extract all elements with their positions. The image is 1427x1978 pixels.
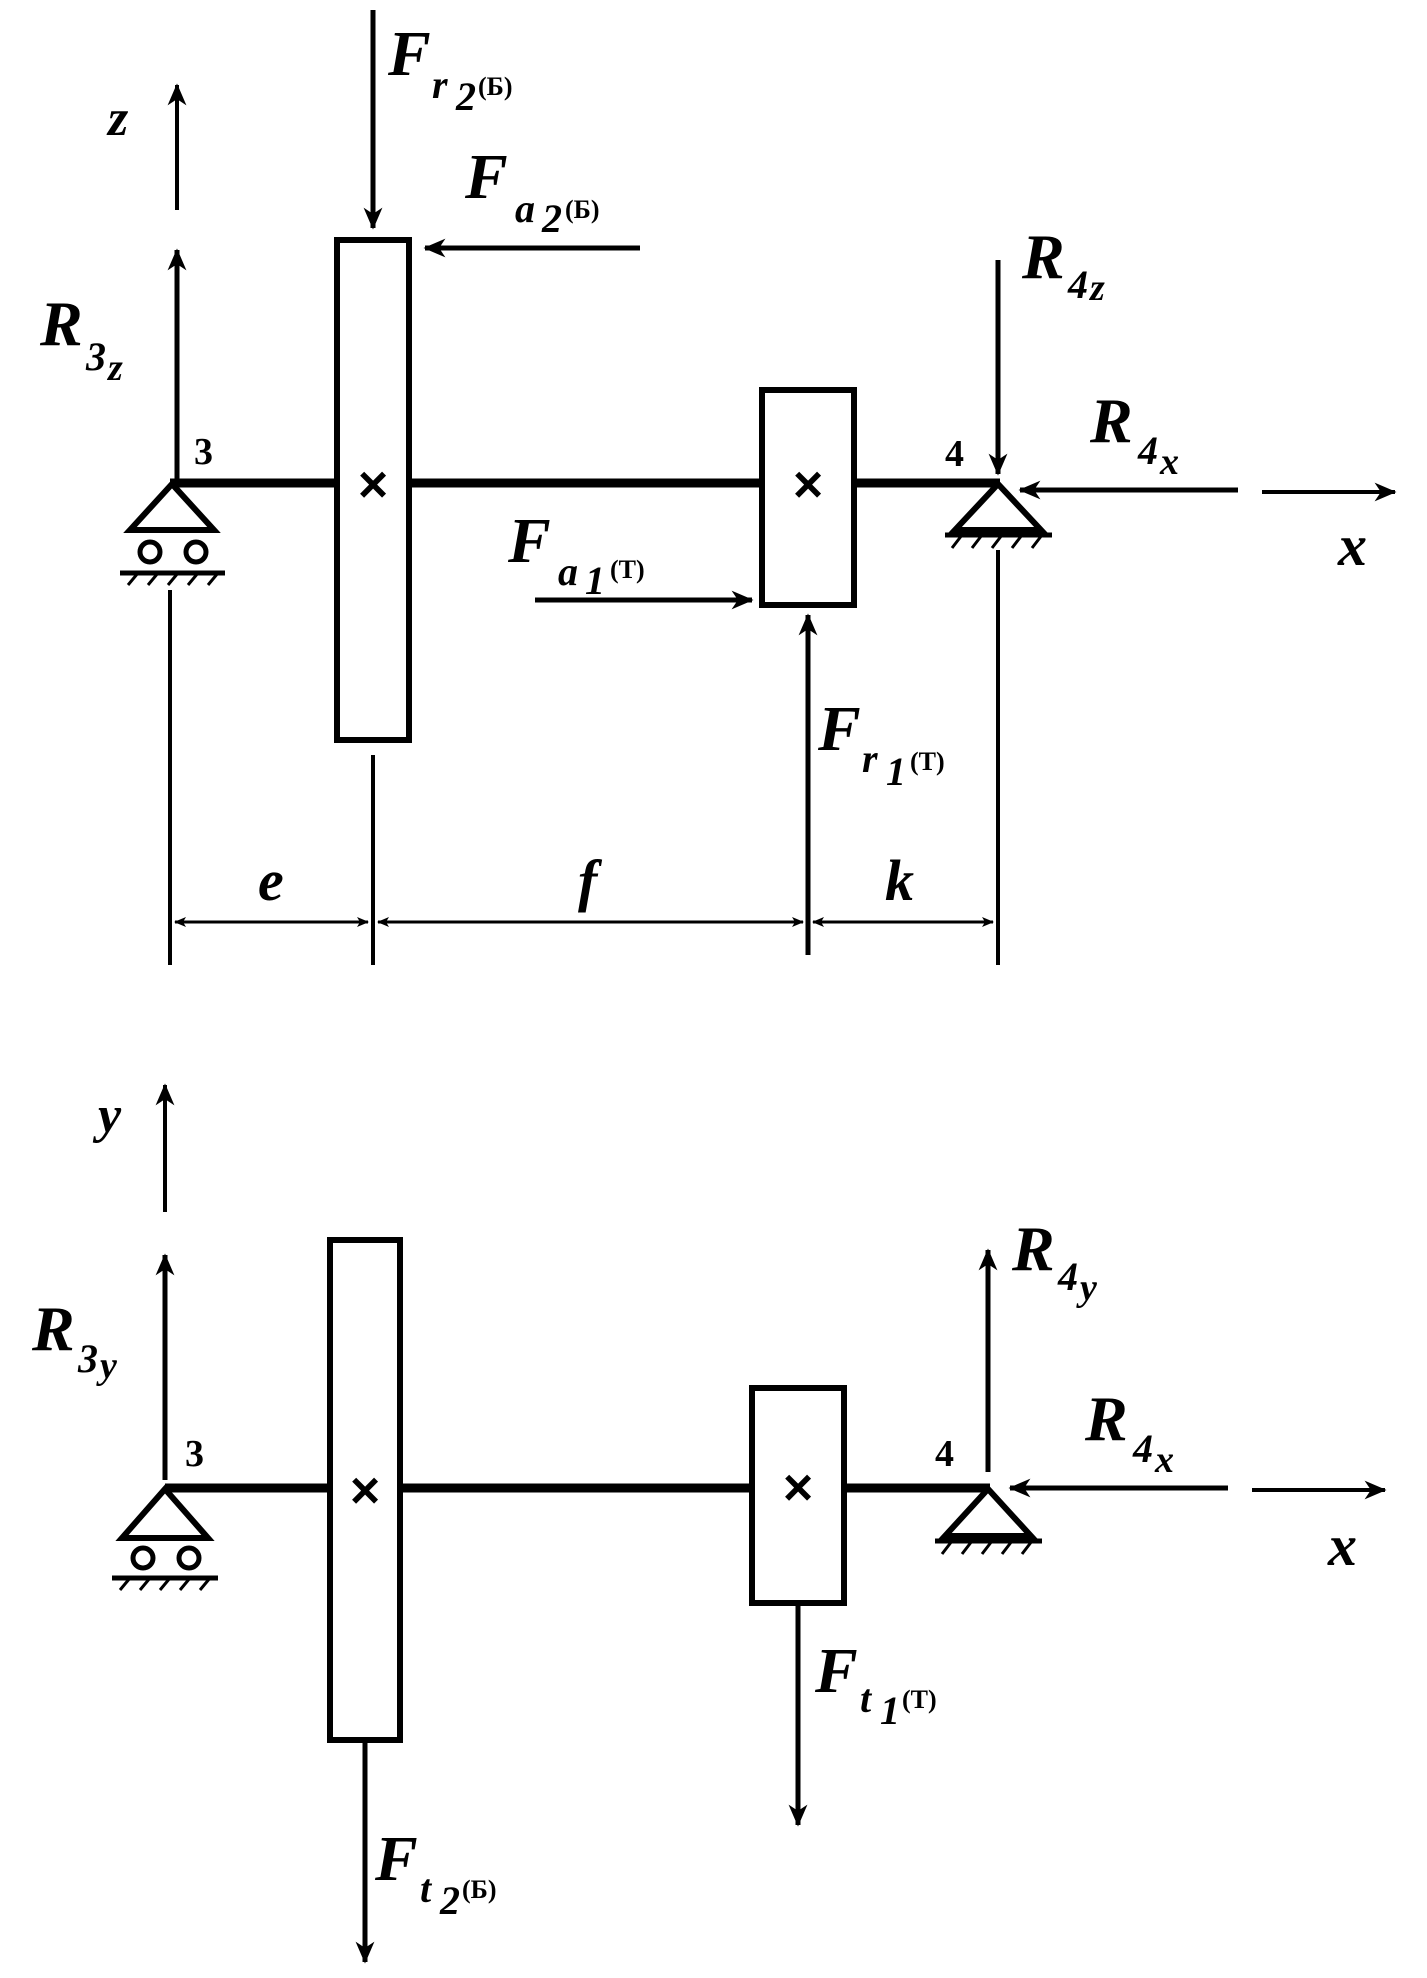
support-4-label-xy: 4 xyxy=(935,1433,954,1475)
svg-text:a: a xyxy=(558,549,578,594)
gear-2-center-mark: × xyxy=(358,456,388,514)
r3z-label: R 3 z xyxy=(39,288,123,389)
svg-text:(Б): (Б) xyxy=(565,195,600,224)
gear-1-center-mark-xy: × xyxy=(783,1459,813,1517)
ft2-label: F t 2 (Б) xyxy=(374,1823,497,1923)
svg-text:(Т): (Т) xyxy=(610,555,645,584)
svg-text:2: 2 xyxy=(439,1878,460,1923)
svg-text:y: y xyxy=(1076,1267,1097,1309)
gear-2-xy xyxy=(327,1237,403,1743)
svg-text:x: x xyxy=(1154,1439,1174,1481)
dim-f-label: f xyxy=(578,848,603,913)
svg-text:R: R xyxy=(1021,221,1065,292)
svg-text:1: 1 xyxy=(585,558,605,603)
svg-text:4: 4 xyxy=(1067,262,1088,307)
svg-text:F: F xyxy=(814,1635,858,1706)
svg-text:F: F xyxy=(374,1823,418,1894)
r4y-label: R 4 y xyxy=(1011,1213,1097,1309)
svg-text:F: F xyxy=(817,693,861,764)
svg-text:F: F xyxy=(464,141,508,212)
svg-text:1: 1 xyxy=(886,749,906,794)
svg-text:z: z xyxy=(106,347,123,389)
svg-text:R: R xyxy=(1084,1383,1128,1454)
support-3-xy xyxy=(112,1484,218,1591)
axis-z-label: z xyxy=(106,90,129,147)
gear-1-xy xyxy=(749,1385,847,1606)
svg-text:(Б): (Б) xyxy=(462,1875,497,1904)
svg-text:t: t xyxy=(860,1676,873,1721)
svg-text:R: R xyxy=(1011,1213,1055,1284)
axis-y-label: y xyxy=(92,1087,122,1144)
svg-text:(Т): (Т) xyxy=(910,747,945,776)
svg-text:R: R xyxy=(1089,385,1133,456)
gear-2-xz xyxy=(334,237,412,743)
support-3-label-xz: 3 xyxy=(194,431,213,473)
svg-text:F: F xyxy=(387,18,431,89)
diagram-xy: × × 3 4 y xyxy=(31,1083,1387,1964)
support-3-label-xy: 3 xyxy=(185,1433,204,1475)
svg-text:3: 3 xyxy=(77,1336,98,1381)
gear-2-center-mark-xy: × xyxy=(350,1462,380,1520)
svg-text:r: r xyxy=(862,736,878,781)
svg-text:1: 1 xyxy=(880,1688,900,1733)
svg-text:2: 2 xyxy=(455,74,476,119)
svg-text:4: 4 xyxy=(1132,1426,1153,1471)
axis-x-label-xz: x xyxy=(1337,513,1367,578)
support-4-xy xyxy=(935,1484,1042,1555)
svg-text:(Т): (Т) xyxy=(902,1685,937,1714)
svg-text:R: R xyxy=(39,288,83,359)
r4x-label-xz: R 4 x xyxy=(1089,385,1179,483)
svg-text:x: x xyxy=(1159,441,1179,483)
svg-text:R: R xyxy=(31,1293,75,1364)
axis-x-label-xy: x xyxy=(1327,1513,1357,1578)
gear-1-center-mark: × xyxy=(793,456,823,514)
support-3-xz xyxy=(120,479,225,586)
r4z-label: R 4 z xyxy=(1021,221,1105,309)
fa2-label: F a 2 (Б) xyxy=(464,141,600,241)
svg-text:(Б): (Б) xyxy=(478,72,513,101)
svg-text:F: F xyxy=(507,505,551,576)
svg-text:2: 2 xyxy=(541,196,562,241)
dim-e-label: e xyxy=(258,848,284,913)
r3y-label: R 3 y xyxy=(31,1293,117,1387)
fa1-label: F a 1 (Т) xyxy=(507,505,645,603)
support-4-xz xyxy=(945,479,1052,549)
fr2-label: F r 2 (Б) xyxy=(387,18,513,119)
svg-text:y: y xyxy=(96,1345,117,1387)
svg-text:4: 4 xyxy=(1057,1254,1078,1299)
svg-text:z: z xyxy=(1088,267,1105,309)
svg-text:r: r xyxy=(432,62,448,107)
r4x-label-xy: R 4 x xyxy=(1084,1383,1174,1481)
dim-k-label: k xyxy=(885,848,914,913)
svg-text:3: 3 xyxy=(85,334,106,379)
diagram-xz: × × 3 4 z xyxy=(39,10,1397,965)
support-4-label-xz: 4 xyxy=(945,433,964,475)
svg-text:t: t xyxy=(420,1866,433,1911)
svg-text:4: 4 xyxy=(1137,428,1158,473)
fr1-label: F r 1 (Т) xyxy=(817,693,945,794)
gear-1-xz xyxy=(759,387,857,608)
ft1-label: F t 1 (Т) xyxy=(814,1635,937,1733)
svg-text:a: a xyxy=(515,186,535,231)
